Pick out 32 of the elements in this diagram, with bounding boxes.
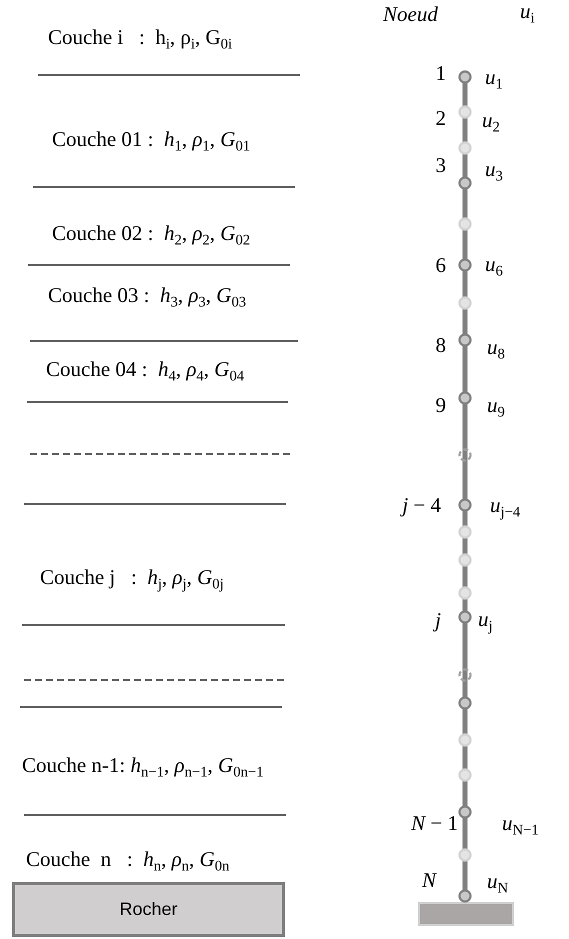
- layer-label: Couche j : h$_{j}$, ρ$_{j}$, G$_{0j}$: [40, 567, 224, 593]
- displacement-label: u$_{j−4}$: [490, 495, 520, 521]
- node-number: j: [435, 610, 441, 630]
- column-heading: Noeud: [383, 4, 438, 24]
- node-number: 2: [436, 108, 446, 128]
- layer-label: Couche n : h$_{n}$, ρ$_{n}$, G$_{0n}$: [26, 849, 230, 875]
- displacement-label: u$_{3}$: [485, 159, 503, 185]
- layer-label: Couche n-1: h$_{n−1}$, ρ$_{n−1}$, G$_{0n−1}$: [22, 755, 264, 781]
- displacement-label: u$_{9}$: [487, 395, 505, 421]
- displacement-label: u$_{8}$: [487, 337, 505, 363]
- box-label: Rocher: [119, 899, 178, 920]
- node-number: 9: [436, 394, 446, 416]
- layer-label: Couche 01 : h$_{1}$, ρ$_{1}$, G$_{01}$: [52, 129, 250, 155]
- node-number: N − 1: [411, 812, 458, 834]
- node-number: 3: [436, 154, 446, 176]
- layer-label: Couche 03 : h$_{3}$, ρ$_{3}$, G$_{03}$: [48, 285, 246, 311]
- layer-label: Couche 04 : h$_{4}$, ρ$_{4}$, G$_{04}$: [46, 359, 244, 385]
- displacement-label: u$_{1}$: [485, 67, 503, 93]
- layer-label: Couche i : h$_{i}$, ρ$_{i}$, G$_{0i}$: [48, 27, 232, 53]
- node-number: 1: [436, 62, 446, 84]
- displacement-label: u$_{N−1}$: [502, 813, 539, 839]
- displacement-label: u$_{2}$: [482, 110, 500, 136]
- layer-label: Couche 02 : h$_{2}$, ρ$_{2}$, G$_{02}$: [52, 223, 250, 249]
- node-number: 6: [436, 254, 446, 276]
- node-number: N: [422, 870, 436, 890]
- displacement-label: u$_{j}$: [478, 609, 493, 635]
- node-number: 8: [436, 334, 446, 356]
- displacement-label: u$_{6}$: [485, 254, 503, 280]
- node-number: j − 4: [402, 494, 441, 516]
- displacement-label: u$_{N}$: [487, 871, 508, 897]
- displacement-heading: u$_{i}$: [520, 1, 535, 27]
- rock-box: [12, 882, 285, 937]
